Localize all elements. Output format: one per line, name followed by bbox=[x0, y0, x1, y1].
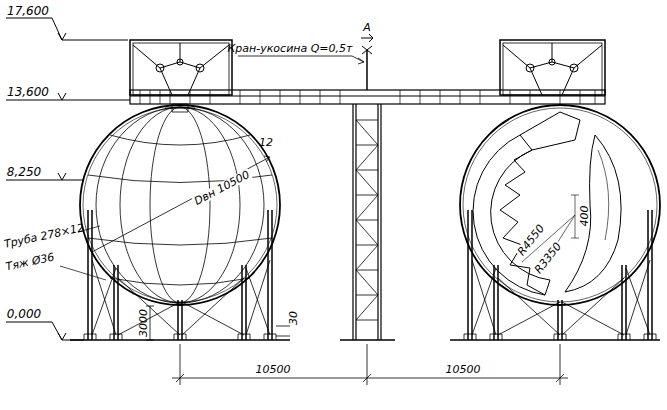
gap-dimension: 30 bbox=[288, 310, 299, 326]
level-mark: 17,600 bbox=[6, 5, 50, 17]
pipe-label: Труба 278×12 bbox=[2, 222, 86, 250]
diameter-dimension: Dвн 10500 bbox=[192, 168, 252, 207]
span-dimension: 10500 bbox=[255, 364, 292, 375]
tie-rod-label: Тяж Ø36 bbox=[4, 251, 57, 272]
crane-label: Кран-укосина Q=0,5т bbox=[227, 43, 354, 54]
radius-dimension: R3350 bbox=[532, 240, 564, 276]
level-mark: 8,250 bbox=[6, 166, 42, 178]
wall-thickness: 12 bbox=[258, 137, 274, 148]
span-dimension: 10500 bbox=[445, 364, 482, 375]
section-mark: А bbox=[362, 22, 372, 33]
level-mark: 13,600 bbox=[6, 86, 50, 98]
offset-dimension: 400 bbox=[579, 205, 590, 228]
height-dimension: 3000 bbox=[138, 308, 149, 338]
level-mark: 0,000 bbox=[6, 308, 42, 320]
radius-dimension: R4550 bbox=[515, 222, 547, 258]
